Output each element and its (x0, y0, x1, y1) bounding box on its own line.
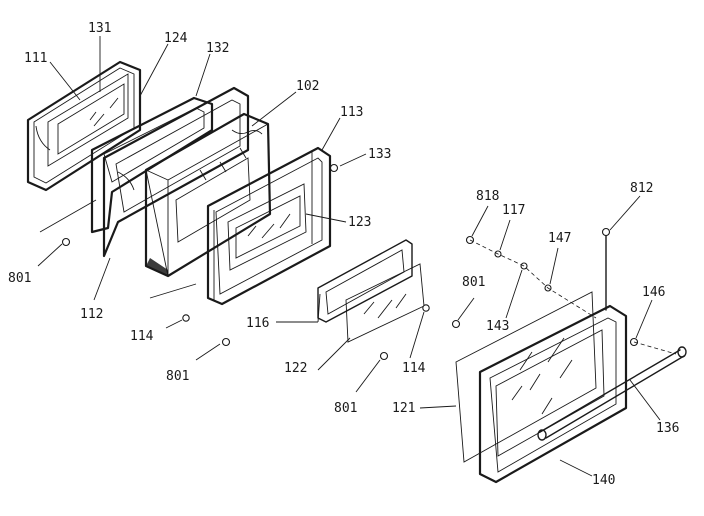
callout-801-right: 801 (462, 275, 485, 290)
part-116-glass-frame (317, 239, 413, 323)
leader-lines (37, 36, 661, 477)
callout-123: 123 (348, 215, 371, 230)
part-102-insulation-box (144, 112, 272, 278)
callout-143: 143 (486, 319, 509, 334)
callout-801-bottom: 801 (334, 401, 357, 416)
callout-131: 131 (88, 21, 111, 36)
callout-133: 133 (368, 147, 391, 162)
callout-112: 112 (80, 307, 103, 322)
callout-801-left: 801 (8, 271, 31, 286)
callout-801-bottom-left: 801 (166, 369, 189, 384)
callout-812: 812 (630, 181, 653, 196)
screw-icon (61, 163, 639, 361)
part-123-window-glass (227, 183, 307, 271)
callout-117: 117 (502, 203, 525, 218)
callout-146: 146 (642, 285, 665, 300)
callout-147: 147 (548, 231, 571, 246)
callout-818: 818 (476, 189, 499, 204)
part-111-back-panel (26, 60, 142, 192)
part-140-outer-door-frame (478, 304, 628, 484)
callout-102: 102 (296, 79, 319, 94)
part-131-inner-glass (47, 73, 129, 167)
callout-labels: 111 131 124 132 102 113 133 123 801 112 … (8, 21, 679, 488)
callout-124: 124 (164, 31, 188, 46)
callout-140: 140 (592, 473, 615, 488)
callout-136: 136 (656, 421, 679, 436)
part-121-outer-glass (455, 291, 597, 463)
callout-111: 111 (24, 51, 47, 66)
part-113-inner-door-frame (206, 146, 332, 306)
callout-116: 116 (246, 316, 269, 331)
part-132-middle-frame (102, 86, 250, 258)
callout-114-right: 114 (402, 361, 426, 376)
callout-132: 132 (206, 41, 229, 56)
callout-113: 113 (340, 105, 363, 120)
callout-122: 122 (284, 361, 307, 376)
callout-114-left: 114 (130, 329, 154, 344)
part-136-door-handle (537, 346, 687, 441)
callout-121: 121 (392, 401, 415, 416)
